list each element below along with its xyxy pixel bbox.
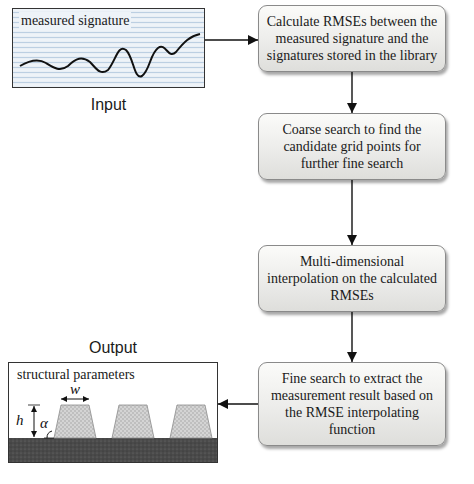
angle-arc: [47, 431, 52, 438]
flow-arrow: [205, 39, 258, 40]
flow-arrow: [218, 403, 258, 404]
angle-base: [44, 438, 54, 439]
signal-panel-ground: [12, 8, 205, 88]
dimension-label: α: [40, 415, 48, 431]
height-dimension: [34, 406, 35, 437]
flow-arrow: [351, 72, 352, 113]
dimension-label: h: [16, 412, 24, 428]
step-text: Calculate RMSEs between the measured sig…: [265, 13, 439, 64]
panel-title: structural parameters: [15, 366, 137, 383]
width-dimension: [61, 399, 89, 400]
input-panel: measured signatureInput: [12, 8, 205, 88]
panel-heading: Output: [9, 338, 217, 357]
grating-line: [54, 405, 96, 438]
step-text: Coarse search to find the candidate grid…: [265, 121, 439, 172]
flow-arrow: [351, 180, 352, 245]
process-box: Calculate RMSEs between the measured sig…: [258, 5, 446, 72]
dimension-label: w: [70, 381, 80, 397]
grating-line: [112, 405, 154, 438]
process-box: Coarse search to find the candidate grid…: [258, 113, 446, 180]
panel-heading: Input: [13, 95, 204, 114]
height-tick: [28, 405, 40, 406]
signature-trace: [20, 34, 200, 76]
process-box: Fine search to extract the measurement r…: [258, 362, 446, 446]
flow-arrow: [351, 312, 352, 362]
process-box: Multi-dimensional interpolation on the c…: [258, 245, 446, 312]
grating-line: [170, 405, 212, 438]
output-panel: structural parametersOutput: [8, 362, 218, 463]
step-text: Fine search to extract the measurement r…: [265, 370, 439, 438]
step-text: Multi-dimensional interpolation on the c…: [265, 253, 439, 304]
substrate: [9, 438, 217, 463]
panel-title: measured signature: [19, 12, 131, 29]
